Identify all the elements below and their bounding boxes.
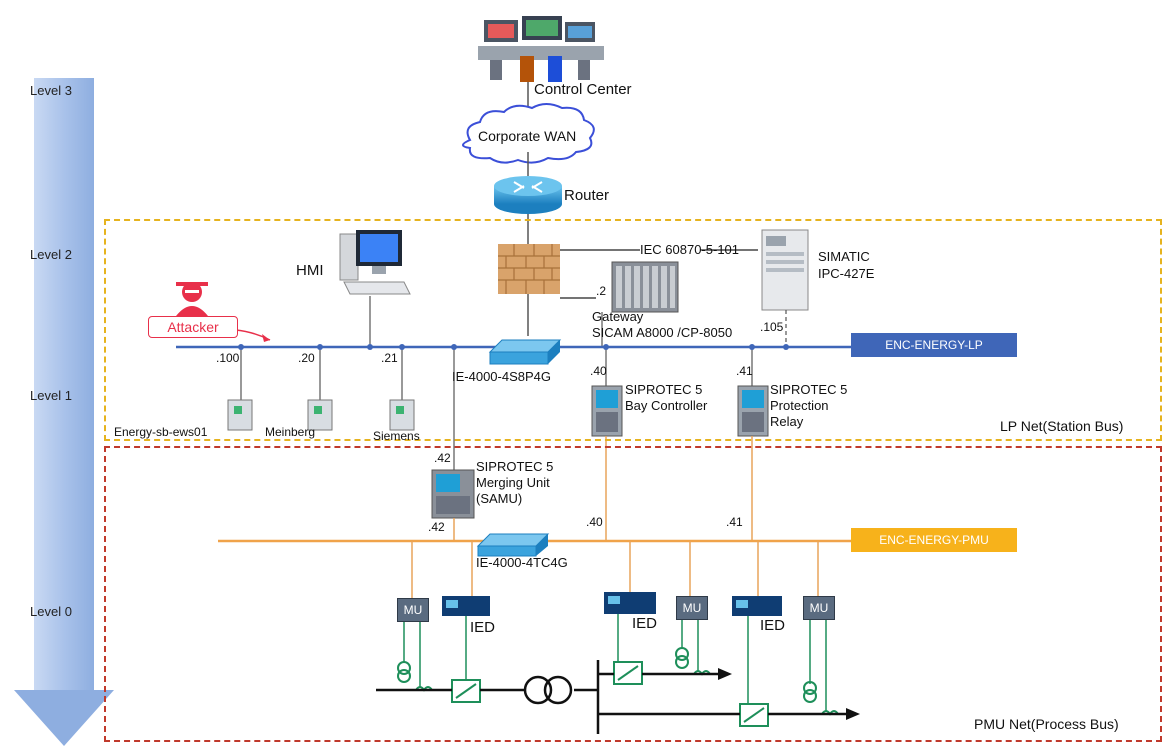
addr-simatic: .105 <box>760 320 784 334</box>
protection-relay-icon <box>737 385 769 437</box>
protection-relay-label-3: Relay <box>770 414 804 429</box>
lp-drops <box>240 347 753 470</box>
control-center-icon <box>478 16 604 82</box>
merging-unit-label-3: (SAMU) <box>476 491 523 506</box>
transformer-icon <box>523 675 573 705</box>
merging-unit-device-icon <box>431 469 475 519</box>
corporate-wan-label: Corporate WAN <box>478 128 577 144</box>
level-0-label: Level 0 <box>30 604 72 619</box>
attacker-icon <box>176 282 208 316</box>
ied-2-icon <box>604 592 656 614</box>
bay-controller-label-1: SIPROTEC 5 <box>625 382 703 397</box>
control-center-label: Control Center <box>534 81 632 98</box>
addr-mu-bottom: .42 <box>428 520 445 534</box>
pmu-network-tag: ENC-ENERGY-PMU <box>851 528 1017 552</box>
lp-switch-label: IE-4000-4S8P4G <box>452 369 552 384</box>
attacker-label: Attacker <box>148 316 238 338</box>
level-1-label: Level 1 <box>30 388 72 403</box>
pmu-switch-icon <box>476 533 550 557</box>
power-lines <box>376 660 846 734</box>
addr-prot: .41 <box>736 364 753 378</box>
electrical-links <box>403 614 827 712</box>
ied-label-1: IED <box>470 619 496 636</box>
pmu-zone-label: PMU Net(Process Bus) <box>974 716 1119 732</box>
addr-siemens: .21 <box>381 351 398 365</box>
lp-switch-icon <box>488 339 562 365</box>
router-label: Router <box>564 187 610 204</box>
addr-bay: .40 <box>590 364 607 378</box>
merging-unit-label-1: SIPROTEC 5 <box>476 459 554 474</box>
level-3-label: Level 3 <box>30 83 72 98</box>
lp-network-tag: ENC-ENERGY-LP <box>851 333 1017 357</box>
lp-net-zone <box>104 219 1162 441</box>
pmu-net-zone <box>104 446 1162 742</box>
hmi-computer-icon <box>339 230 411 295</box>
protection-relay-label-2: Protection <box>770 398 829 413</box>
level-arrow <box>14 78 114 746</box>
siemens-label: Siemens <box>373 429 420 443</box>
router-icon <box>494 176 562 214</box>
mu-box-1: MU <box>397 598 429 622</box>
meinberg-label: Meinberg <box>265 425 316 439</box>
bay-controller-label-2: Bay Controller <box>625 398 708 413</box>
simatic-ipc-icon <box>761 229 809 311</box>
siemens-device-icon <box>389 399 415 431</box>
iec-protocol-label: IEC 60870-5-101 <box>640 242 740 257</box>
gateway-label-1: Gateway <box>592 309 644 324</box>
addr-ews: .100 <box>216 351 240 365</box>
addr-pmu-bay: .40 <box>586 515 603 529</box>
firewall-icon <box>498 244 560 294</box>
simatic-label-2: IPC-427E <box>818 266 875 281</box>
meinberg-device-icon <box>307 399 333 431</box>
gateway-label-2: SICAM A8000 /CP-8050 <box>592 325 733 340</box>
protection-relay-label-1: SIPROTEC 5 <box>770 382 848 397</box>
mu-box-2: MU <box>676 596 708 620</box>
lp-zone-label: LP Net(Station Bus) <box>1000 418 1124 434</box>
addr-mu-top: .42 <box>434 451 451 465</box>
hmi-label: HMI <box>296 262 324 279</box>
ied-1-icon <box>442 596 490 616</box>
ied-label-3: IED <box>760 617 786 634</box>
pmu-switch-label: IE-4000-4TC4G <box>476 555 568 570</box>
bay-controller-icon <box>591 385 623 437</box>
mu-box-3: MU <box>803 596 835 620</box>
gateway-device-icon <box>611 261 679 313</box>
ied-label-2: IED <box>632 615 658 632</box>
addr-gateway: .2 <box>596 284 607 298</box>
level-2-label: Level 2 <box>30 247 72 262</box>
simatic-label-1: SIMATIC <box>818 249 870 264</box>
ews-label: Energy-sb-ews01 <box>114 425 208 439</box>
ied-3-icon <box>732 596 782 616</box>
addr-pmu-prot: .41 <box>726 515 743 529</box>
addr-meinberg: .20 <box>298 351 315 365</box>
ews-device-icon <box>227 399 253 431</box>
merging-unit-label-2: Merging Unit <box>476 475 550 490</box>
corporate-wan-cloud <box>462 103 595 164</box>
